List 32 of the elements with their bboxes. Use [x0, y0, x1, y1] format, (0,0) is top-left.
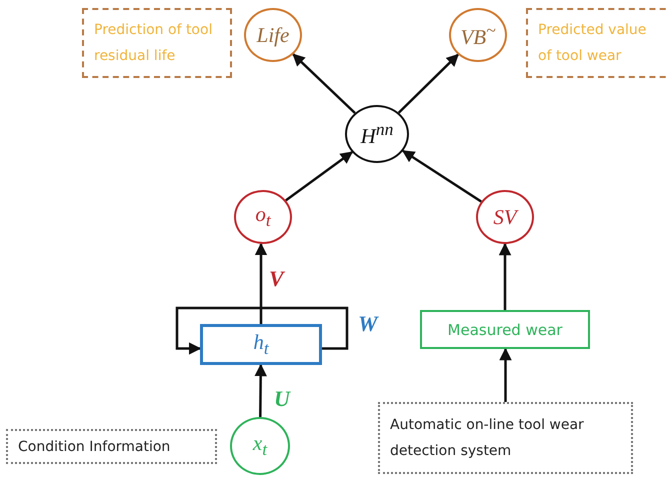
- output-node-circle: [449, 8, 507, 62]
- annotation-text: Prediction of tool residual life: [94, 21, 214, 66]
- arrow: [498, 242, 512, 310]
- annotation-text: Predicted value of tool wear: [538, 21, 648, 66]
- arrow: [292, 53, 356, 114]
- measurement-box: [420, 310, 590, 349]
- annotation-text: Automatic on-line tool wear detection system: [390, 416, 585, 461]
- node-symbol: Life: [256, 22, 290, 48]
- arrow: [176, 306, 348, 355]
- annotation-box: [526, 8, 666, 78]
- annotation-text: Condition Information: [18, 438, 170, 456]
- annotation-box: [378, 402, 633, 474]
- output-node-circle: [244, 8, 302, 62]
- box-label: Measured wear: [448, 320, 562, 338]
- node-symbol: x$_{t}$: [252, 431, 268, 461]
- hidden-state-box: [200, 324, 322, 365]
- node-symbol: SV: [493, 204, 517, 230]
- node-symbol: H$^{nn}$: [360, 119, 394, 149]
- arrow: [285, 151, 354, 202]
- arrow: [254, 364, 267, 418]
- annotation-box: [82, 8, 232, 78]
- output-node-circle: [476, 190, 534, 244]
- node-symbol: VB$^{~}$: [460, 20, 496, 50]
- node-symbol: h$_{t}$: [253, 330, 269, 360]
- hidden-node-circle: [345, 105, 409, 163]
- annotation-box: [6, 429, 217, 464]
- arrow: [398, 54, 459, 114]
- node-symbol: o$_{t}$: [255, 202, 271, 232]
- arrow: [402, 150, 482, 203]
- arrow: [254, 242, 268, 324]
- output-node-circle: [234, 190, 292, 244]
- arrow: [499, 348, 512, 402]
